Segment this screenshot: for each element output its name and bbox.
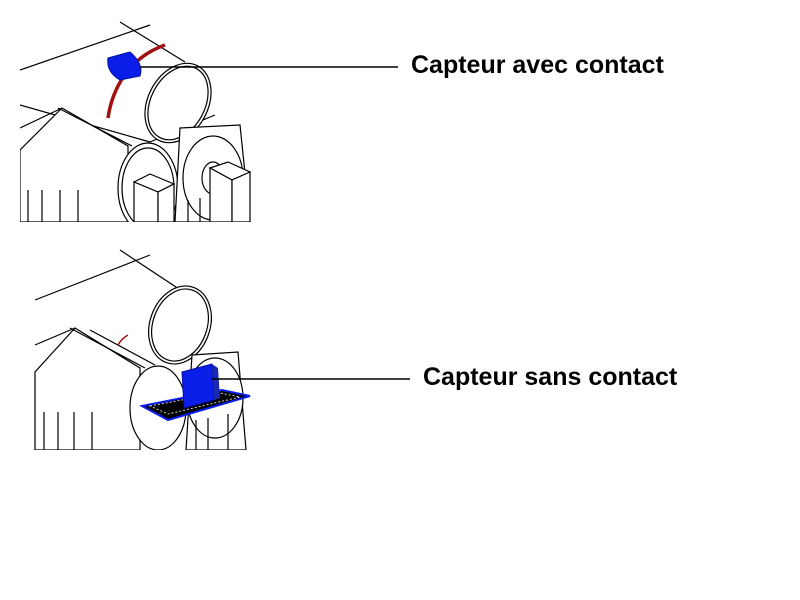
non-contact-sensor-figure	[34, 249, 410, 450]
contact-sensor	[107, 51, 142, 81]
top-back-roll	[20, 21, 216, 144]
top-blocks	[132, 161, 252, 222]
non-contact-sensor	[139, 363, 251, 422]
bottom-back-roll	[34, 249, 212, 366]
contact-sensor-label: Capteur avec contact	[411, 51, 665, 79]
bottom-legs	[43, 412, 229, 450]
top-legs	[27, 190, 201, 222]
non-contact-sensor-label: Capteur sans contact	[423, 363, 678, 391]
contact-sensor-figure	[20, 21, 398, 222]
